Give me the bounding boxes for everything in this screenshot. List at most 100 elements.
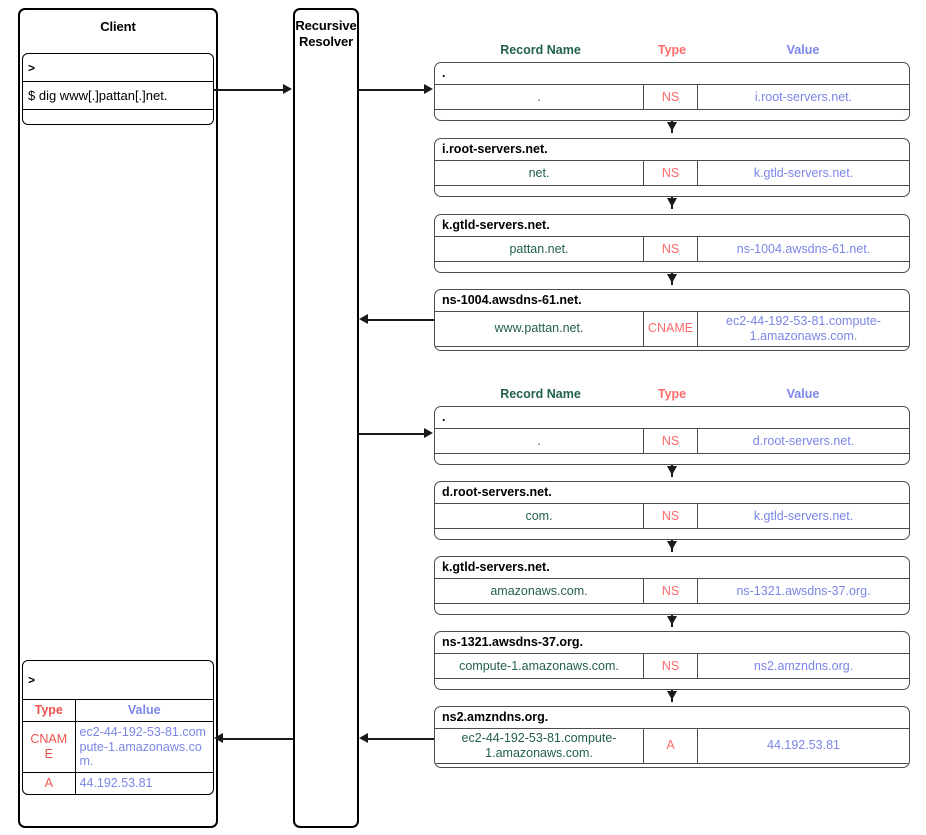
record-name-cell: amazonaws.com.: [435, 579, 644, 603]
result-row-a: A 44.192.53.81: [23, 771, 213, 794]
record-table-title: ns2.amzndns.org.: [435, 707, 909, 729]
arrowhead-resolver-to-client: [214, 733, 223, 743]
record-value-cell: ns-1321.awsdns-37.org.: [736, 583, 871, 598]
connector-resolver-to-group2: [359, 433, 429, 435]
group2-header-value: Value: [786, 387, 820, 401]
record-type-cell: NS: [644, 504, 698, 528]
record-table-footer: [435, 347, 909, 351]
connector-g1-step1-to-step2: [671, 121, 673, 133]
record-name-cell: www.pattan.net.: [435, 312, 644, 346]
record-value-cell: ns2.amzndns.org.: [753, 658, 854, 673]
record-table-title: ns-1004.awsdns-61.net.: [435, 290, 909, 312]
record-table-g1-ns1004: ns-1004.awsdns-61.net. www.pattan.net. C…: [434, 289, 910, 351]
record-table-g2-kgtld: k.gtld-servers.net. amazonaws.com. NS ns…: [434, 556, 910, 615]
record-value-cell: ec2-44-192-53-81.compute-1.amazonaws.com…: [726, 314, 881, 343]
group2-header-record-name: Record Name: [500, 387, 581, 401]
record-table-footer: [435, 262, 909, 272]
result-header-value: Value: [75, 699, 213, 722]
result-header-type: Type: [23, 699, 76, 722]
record-table-footer: [435, 764, 909, 768]
record-value-cell: d.root-servers.net.: [752, 433, 855, 448]
arrowhead-group2-to-resolver: [359, 733, 368, 743]
record-name-cell: pattan.net.: [435, 237, 644, 261]
client-result-terminal[interactable]: > Type Value CNAME ec2-44-192-53-81.comp…: [22, 660, 214, 795]
record-type-cell: NS: [644, 237, 698, 261]
record-table-footer: [435, 454, 909, 464]
record-table-title: k.gtld-servers.net.: [435, 557, 909, 579]
record-table-g2-root: . . NS d.root-servers.net.: [434, 406, 910, 465]
result-type-a: A: [23, 771, 76, 794]
group2-header-type: Type: [657, 387, 687, 401]
record-table-title: k.gtld-servers.net.: [435, 215, 909, 237]
record-table-title: .: [435, 407, 909, 429]
client-command-terminal[interactable]: > $ dig www[.]pattan[.]net.: [22, 53, 214, 125]
group1-header-type: Type: [657, 43, 687, 57]
result-value-cname: ec2-44-192-53-81.compute-1.amazonaws.com…: [75, 720, 213, 773]
record-type-cell: NS: [644, 429, 698, 453]
arrowhead-client-to-resolver: [283, 84, 292, 94]
record-type-cell: NS: [644, 161, 698, 185]
record-name-cell: ec2-44-192-53-81.compute-1.amazonaws.com…: [435, 729, 644, 763]
connector-g2-step3-to-step4: [671, 615, 673, 627]
connector-resolver-to-group1: [359, 89, 429, 91]
result-type-cname: CNAME: [23, 720, 76, 773]
record-table-footer: [435, 679, 909, 689]
record-row: . NS i.root-servers.net.: [435, 85, 909, 110]
client-title: Client: [100, 19, 136, 34]
connector-resolver-to-client: [217, 738, 294, 740]
record-value-cell: k.gtld-servers.net.: [753, 508, 854, 523]
record-name-cell: net.: [435, 161, 644, 185]
result-prompt-row: >: [28, 673, 36, 687]
record-table-footer: [435, 529, 909, 539]
command-prompt-row: >: [23, 54, 213, 82]
record-row: www.pattan.net. CNAME ec2-44-192-53-81.c…: [435, 312, 909, 347]
record-row: com. NS k.gtld-servers.net.: [435, 504, 909, 529]
record-table-title: d.root-servers.net.: [435, 482, 909, 504]
recursive-resolver-panel: Recursive Resolver: [293, 8, 359, 828]
record-row: . NS d.root-servers.net.: [435, 429, 909, 454]
record-table-title: i.root-servers.net.: [435, 139, 909, 161]
record-row: pattan.net. NS ns-1004.awsdns-61.net.: [435, 237, 909, 262]
record-value-cell: ns-1004.awsdns-61.net.: [736, 241, 871, 256]
record-table-g2-ns1321: ns-1321.awsdns-37.org. compute-1.amazona…: [434, 631, 910, 690]
record-row: net. NS k.gtld-servers.net.: [435, 161, 909, 186]
resolver-title-line1: Recursive: [295, 18, 357, 33]
record-table-g2-ns2amzn: ns2.amzndns.org. ec2-44-192-53-81.comput…: [434, 706, 910, 768]
record-table-title: .: [435, 63, 909, 85]
record-row: ec2-44-192-53-81.compute-1.amazonaws.com…: [435, 729, 909, 764]
connector-g1-step2-to-step3: [671, 197, 673, 209]
record-value-cell: 44.192.53.81: [767, 738, 840, 753]
command-terminal-footer: [23, 110, 213, 124]
record-table-footer: [435, 186, 909, 196]
record-value-cell: i.root-servers.net.: [754, 89, 853, 104]
record-table-footer: [435, 604, 909, 614]
record-row: compute-1.amazonaws.com. NS ns2.amzndns.…: [435, 654, 909, 679]
result-header-row: Type Value: [23, 699, 213, 722]
group1-header-record-name: Record Name: [500, 43, 581, 57]
connector-g2-step1-to-step2: [671, 465, 673, 477]
group1-header-value: Value: [786, 43, 820, 57]
record-name-cell: com.: [435, 504, 644, 528]
connector-group1-to-resolver: [362, 319, 436, 321]
result-terminal-footer: [23, 793, 213, 794]
result-value-a: 44.192.53.81: [75, 771, 213, 794]
record-type-cell: CNAME: [644, 312, 698, 346]
record-table-title: ns-1321.awsdns-37.org.: [435, 632, 909, 654]
connector-g1-step3-to-step4: [671, 273, 673, 285]
record-name-cell: .: [435, 85, 644, 109]
connector-group2-to-resolver: [362, 738, 436, 740]
record-type-cell: NS: [644, 579, 698, 603]
record-value-cell: k.gtld-servers.net.: [753, 165, 854, 180]
record-table-g1-root: . . NS i.root-servers.net.: [434, 62, 910, 121]
connector-g2-step2-to-step3: [671, 540, 673, 552]
record-type-cell: A: [644, 729, 698, 763]
record-row: amazonaws.com. NS ns-1321.awsdns-37.org.: [435, 579, 909, 604]
dig-command-row: $ dig www[.]pattan[.]net.: [23, 82, 213, 110]
client-result-table: Type Value CNAME ec2-44-192-53-81.comput…: [23, 699, 213, 794]
arrowhead-group1-to-resolver: [359, 314, 368, 324]
record-name-cell: .: [435, 429, 644, 453]
connector-g2-step4-to-step5: [671, 690, 673, 702]
record-type-cell: NS: [644, 654, 698, 678]
record-table-g2-droot: d.root-servers.net. com. NS k.gtld-serve…: [434, 481, 910, 540]
